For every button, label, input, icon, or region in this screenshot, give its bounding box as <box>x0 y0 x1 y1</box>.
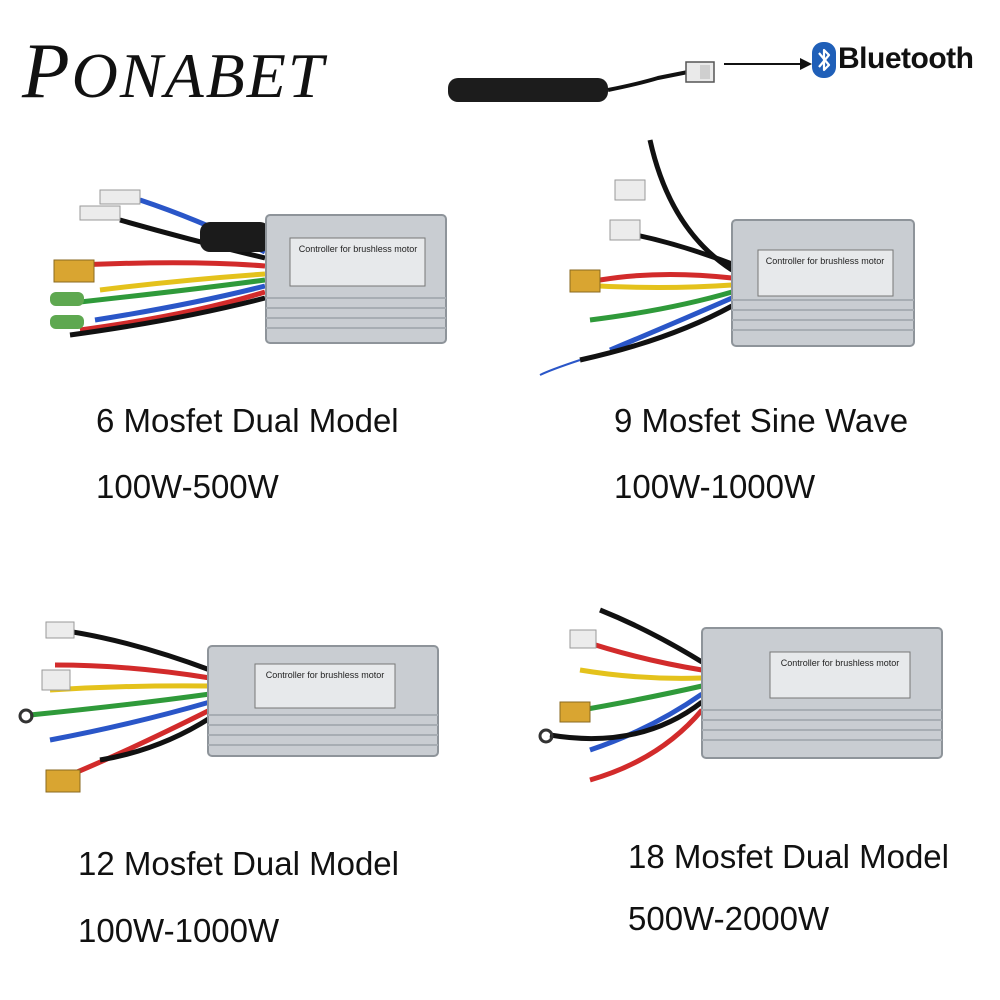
controller-18-mosfet-image: Controller for brushless motor <box>538 607 943 783</box>
product-title-9-mosfet: 9 Mosfet Sine Wave <box>614 402 909 439</box>
product-title-18-mosfet: 18 Mosfet Dual Model <box>628 838 949 875</box>
controller-9-mosfet-image: Controller for brushless motor <box>539 139 915 376</box>
controller-label: Controller for brushless motor <box>299 244 418 254</box>
bluetooth-icon <box>812 42 836 78</box>
controller-label: Controller for brushless motor <box>266 670 385 680</box>
controller-label: Controller for brushless motor <box>781 658 900 668</box>
product-title-12-mosfet: 12 Mosfet Dual Model <box>78 845 399 882</box>
product-power-18-mosfet: 500W-2000W <box>628 900 830 937</box>
product-power-12-mosfet: 100W-1000W <box>78 912 280 949</box>
controller-6-mosfet-image: Controller for brushless motor <box>50 189 447 344</box>
brand-rest: ONABET <box>71 40 326 111</box>
product-title-6-mosfet: 6 Mosfet Dual Model <box>96 402 399 439</box>
product-power-6-mosfet: 100W-500W <box>96 468 279 505</box>
brand-initial: P <box>22 27 72 114</box>
controller-label: Controller for brushless motor <box>766 256 885 266</box>
brand-logo: PONABET <box>22 26 325 116</box>
controller-12-mosfet-image: Controller for brushless motor <box>18 621 439 793</box>
bluetooth-label: Bluetooth <box>838 42 974 75</box>
bluetooth-module <box>448 58 812 102</box>
product-power-9-mosfet: 100W-1000W <box>614 468 816 505</box>
